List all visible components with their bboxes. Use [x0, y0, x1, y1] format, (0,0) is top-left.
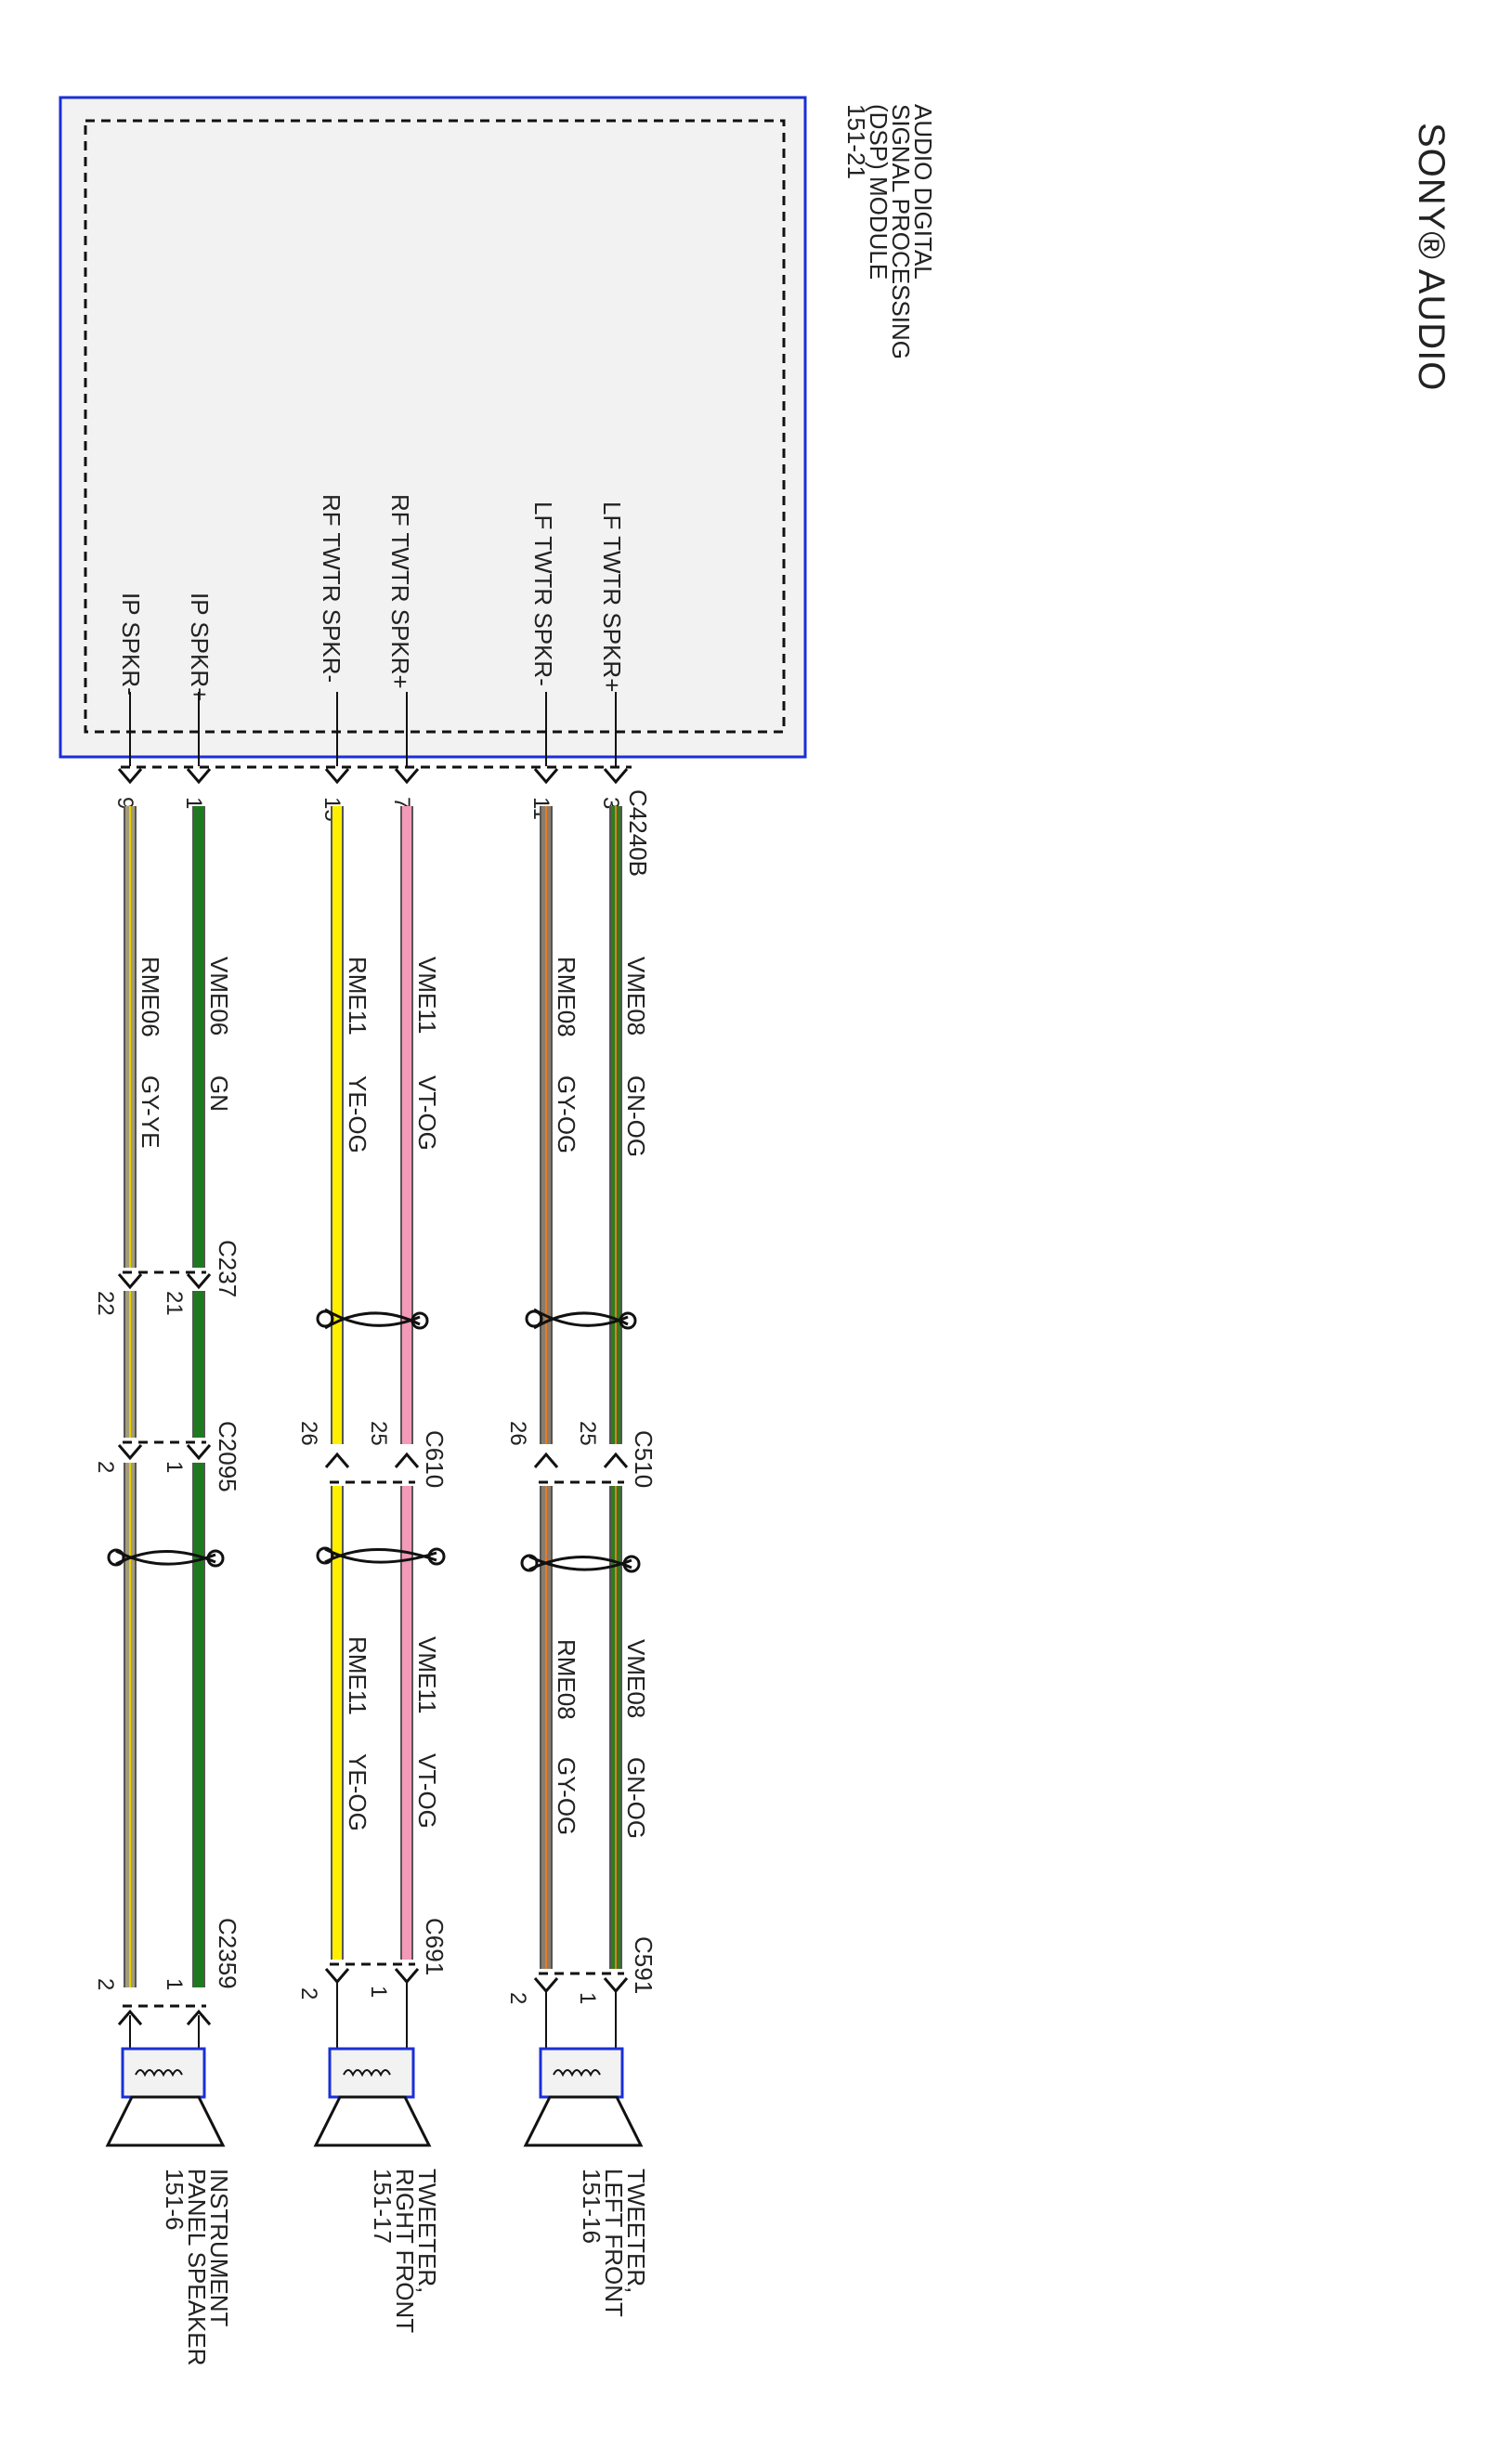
pin-label-ip-neg: IP SPKR- [117, 593, 145, 696]
connector-c4240b-label: C4240B [624, 789, 652, 877]
module-name-line-2: SIGNAL PROCESSING [887, 104, 915, 359]
svg-text:LEFT FRONT: LEFT FRONT [600, 2169, 628, 2317]
wire-label-rme11: RME11 [344, 957, 371, 1036]
connector-c691-label: C691 [421, 1918, 449, 1975]
c510-pin-25: 25 [575, 1421, 600, 1446]
svg-text:151-16: 151-16 [578, 2169, 606, 2244]
svg-text:RIGHT FRONT: RIGHT FRONT [391, 2169, 419, 2333]
wire-label-gn: GN [205, 1075, 233, 1112]
lf-speaker-leads [545, 1991, 617, 2052]
module-name-line-3: (DSP) MODULE [865, 104, 893, 280]
c691-pin-2: 2 [296, 1987, 321, 2000]
speaker-label-lf: TWEETER, LEFT FRONT 151-16 [578, 2169, 650, 2317]
wire-label-vme08: VME08 [622, 957, 650, 1036]
twisted-pair-rf-2 [316, 1546, 446, 1566]
connector-c237 [117, 1270, 212, 1290]
c237-pin-22: 22 [93, 1291, 118, 1316]
wire-label-vme06: VME06 [205, 957, 233, 1036]
wire-label-vme11: VME11 [413, 957, 441, 1034]
pin-label-ip-pos: IP SPKR+ [186, 593, 214, 701]
wire-label-gy-og-b: GY-OG [553, 1757, 580, 1835]
connector-c691 [324, 1962, 420, 1985]
svg-text:TWEETER,: TWEETER, [622, 2169, 650, 2293]
wire-label-rme11-b: RME11 [344, 1636, 371, 1715]
connector-c2095 [117, 1440, 212, 1461]
connector-c610 [324, 1452, 420, 1484]
connector-c591-label: C591 [630, 1936, 658, 1994]
connector-c510-label: C510 [630, 1430, 658, 1488]
svg-text:TWEETER,: TWEETER, [413, 2169, 441, 2293]
svg-text:PANEL SPEAKER: PANEL SPEAKER [183, 2169, 211, 2365]
connector-c2359-label: C2359 [214, 1918, 241, 1989]
c510-pin-26: 26 [505, 1421, 530, 1446]
dsp-module-inner-dashed [84, 119, 786, 734]
wire-label-ye-og: YE-OG [344, 1075, 371, 1153]
pin-label-rf-twtr-pos: RF TWTR SPKR+ [386, 494, 414, 689]
c610-pin-25: 25 [366, 1421, 391, 1446]
speaker-icon-rf [313, 2047, 432, 2147]
c2359-pin-1: 1 [162, 1978, 187, 1990]
c691-pin-1: 1 [366, 1986, 391, 1998]
page-title: SONY® AUDIO [1411, 123, 1452, 391]
c237-pin-21: 21 [162, 1291, 187, 1316]
wire-label-ye-og-b: YE-OG [344, 1753, 371, 1831]
c610-pin-26: 26 [296, 1421, 321, 1446]
c2095-pin-2: 2 [93, 1461, 118, 1473]
svg-text:151-17: 151-17 [369, 2169, 397, 2244]
connector-c591 [533, 1972, 629, 1994]
wire-label-vt-og-b: VT-OG [413, 1753, 441, 1829]
wire-label-gn-og-b: GN-OG [622, 1757, 650, 1839]
pin-label-lf-twtr-pos: LF TWTR SPKR+ [598, 502, 626, 692]
wire-label-vt-og: VT-OG [413, 1075, 441, 1151]
wire-label-gy-ye: GY-YE [137, 1075, 164, 1149]
wire-label-rme08-b: RME08 [553, 1639, 580, 1720]
svg-text:151-6: 151-6 [161, 2169, 189, 2231]
module-connector-arrows [117, 768, 629, 785]
module-name-line-1: AUDIO DIGITAL [909, 104, 937, 280]
wire-label-gn-og: GN-OG [622, 1075, 650, 1157]
speaker-icon-ip [105, 2047, 226, 2147]
c591-pin-2: 2 [505, 1992, 530, 2004]
wire-label-vme08-b: VME08 [622, 1639, 650, 1718]
dsp-module-name: AUDIO DIGITAL SIGNAL PROCESSING (DSP) MO… [842, 104, 937, 359]
dsp-module-box [59, 96, 807, 759]
connector-c610-label: C610 [421, 1430, 449, 1488]
speaker-icon-lf [523, 2047, 644, 2147]
pin-label-rf-twtr-neg: RF TWTR SPKR- [318, 494, 345, 683]
connector-c237-label: C237 [214, 1240, 241, 1297]
wire-label-vme11-b: VME11 [413, 1636, 441, 1713]
connector-c2095-label: C2095 [214, 1421, 241, 1492]
wire-label-rme06: RME06 [137, 957, 164, 1037]
module-name-line-4: 151-21 [842, 104, 870, 179]
wire-label-rme08: RME08 [553, 957, 580, 1037]
c2095-pin-1: 1 [162, 1461, 187, 1473]
pin-label-lf-twtr-neg: LF TWTR SPKR- [529, 502, 557, 686]
module-internal-leads [129, 692, 617, 766]
twisted-pair-ip [107, 1548, 225, 1568]
svg-text:INSTRUMENT: INSTRUMENT [205, 2169, 233, 2327]
connector-c2359 [117, 2004, 212, 2026]
twisted-pair-rf-1 [316, 1308, 429, 1330]
wire-label-gy-og: GY-OG [553, 1075, 580, 1153]
speaker-label-rf: TWEETER, RIGHT FRONT 151-17 [369, 2169, 441, 2333]
speaker-label-ip: INSTRUMENT PANEL SPEAKER 151-6 [161, 2169, 233, 2365]
twisted-pair-lf-1 [525, 1308, 637, 1330]
ip-speaker-leads [129, 2015, 200, 2052]
c2359-pin-2: 2 [93, 1978, 118, 1990]
twisted-pair-lf-2 [520, 1554, 641, 1573]
connector-c510 [533, 1452, 629, 1484]
c591-pin-1: 1 [575, 1992, 600, 2004]
rf-speaker-leads [336, 1982, 408, 2052]
